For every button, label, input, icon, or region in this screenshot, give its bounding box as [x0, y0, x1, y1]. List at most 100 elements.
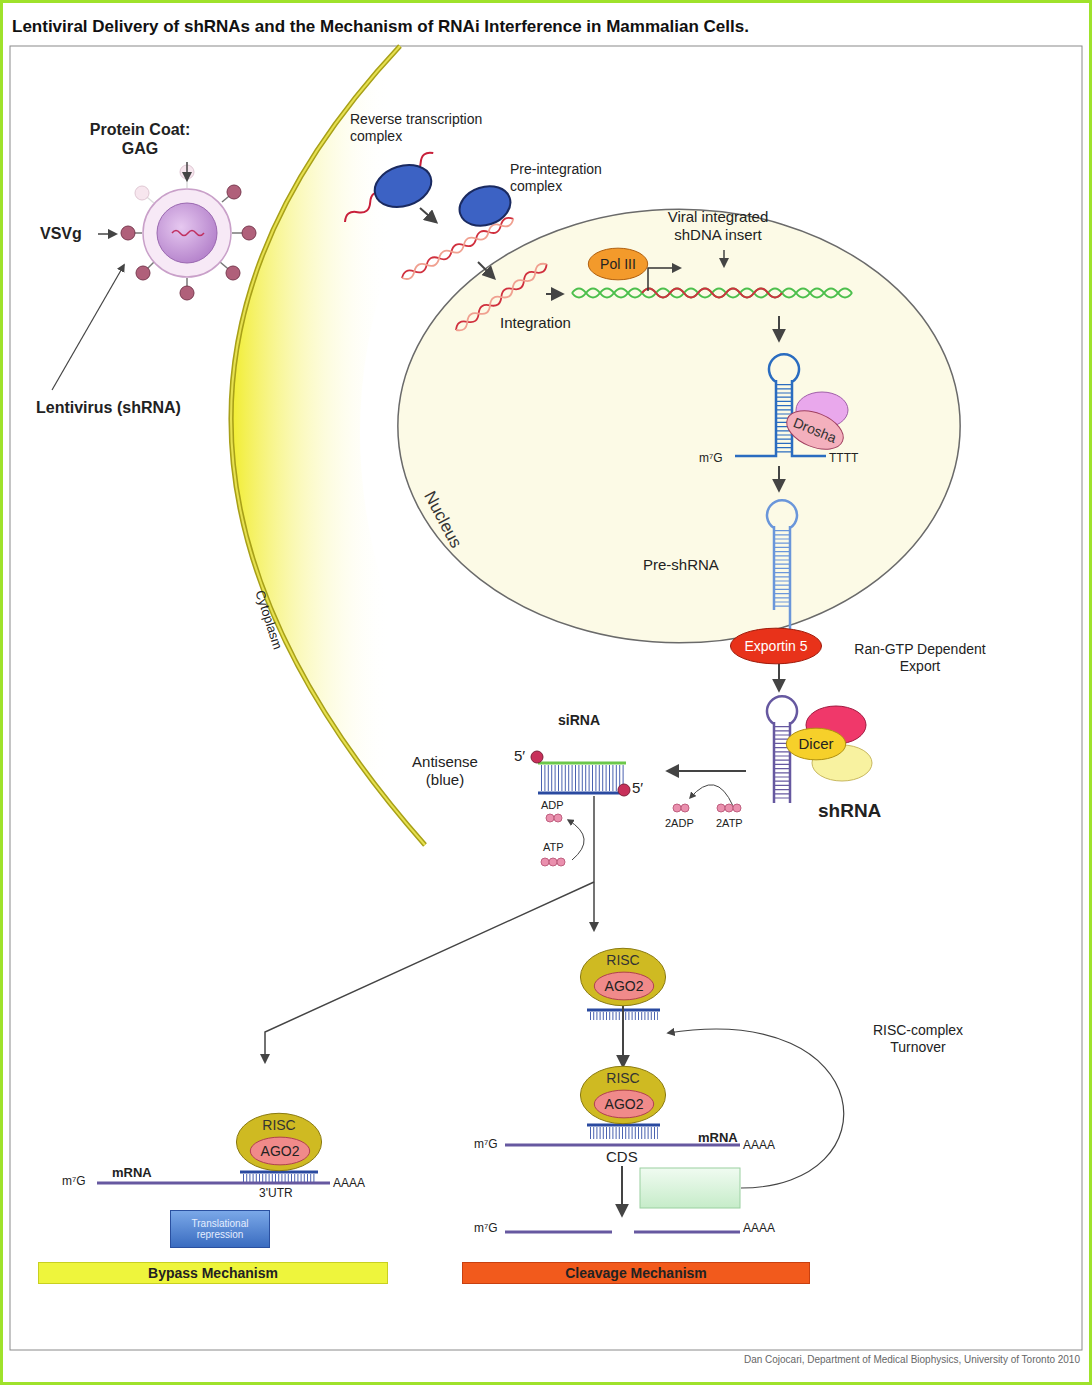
node-shape	[588, 248, 647, 280]
vsvg-spike	[135, 186, 149, 200]
flow-arrow	[668, 770, 746, 772]
spike-stalk	[222, 192, 234, 202]
node-label: Exportin 5	[742, 638, 809, 654]
diagram-label: Ran-GTP Dependent Export	[840, 641, 1000, 675]
diagram-label: m⁷G	[62, 1174, 86, 1188]
atp-arrow	[568, 820, 584, 860]
node-shape	[594, 972, 653, 1000]
diagram-label: 2ADP	[665, 817, 694, 830]
guide-rungs	[590, 1012, 658, 1020]
protein-coat	[143, 189, 231, 277]
phosphate-5prime	[618, 784, 630, 796]
guide-strand	[587, 1009, 660, 1012]
node-shape	[236, 1113, 321, 1170]
pre-integration-complex	[454, 180, 515, 232]
diagram-label: Reverse transcription complex	[350, 111, 505, 145]
hairpin-rungs	[775, 726, 789, 800]
pointer-arrow	[98, 233, 116, 235]
phosphate	[549, 858, 557, 866]
risc-complex: RISCAGO2	[580, 1066, 666, 1124]
node-shape	[781, 403, 849, 456]
phosphate	[554, 814, 562, 822]
node-shape	[250, 1137, 309, 1165]
risc-complex: RISC AGO2	[580, 948, 666, 1006]
diagram-label: AAAA	[743, 1221, 775, 1235]
phosphate	[557, 858, 565, 866]
spike-stalk	[142, 193, 154, 203]
adp-molecules	[541, 804, 741, 866]
antisense-strand	[538, 792, 626, 795]
node-label: Bypass Mechanism	[146, 1265, 280, 1281]
diagram-label: Lentivirus (shRNA)	[36, 398, 181, 417]
cleaved-mrna	[634, 1231, 740, 1234]
node-label: RISC	[604, 952, 641, 968]
node-shape	[786, 728, 845, 760]
diagram-label: 5′	[632, 779, 643, 797]
diagram-label: m⁷G	[699, 451, 723, 465]
node-shape	[398, 209, 960, 643]
pointer-arrow	[52, 265, 124, 390]
mrna-strand	[97, 1182, 330, 1185]
diagram-label: AAAA	[333, 1176, 365, 1190]
vsvg-spike	[227, 185, 241, 199]
diagram-label: Pre-shRNA	[643, 556, 719, 574]
ago2-protein: AGO2	[594, 972, 654, 1000]
node-shape	[730, 628, 821, 664]
exportin-protein: Exportin 5	[730, 628, 822, 664]
pointer-arrow	[186, 162, 188, 180]
mechanism-band: Cleavage Mechanism	[462, 1262, 810, 1284]
node-label: RISC	[260, 1117, 297, 1133]
outcome-box: Translational repression	[170, 1210, 270, 1248]
sense-strand	[538, 762, 626, 765]
diagram-label: Pre-integration complex	[510, 161, 622, 195]
vsvg-spike	[121, 226, 135, 240]
spike-stalk	[128, 232, 142, 234]
vsvg-spike	[226, 266, 240, 280]
diagram-label: Protein Coat: GAG	[80, 120, 200, 158]
lentivirus-particle	[121, 165, 256, 300]
flow-arrow	[778, 664, 780, 690]
diagram-label: shRNA	[818, 800, 881, 823]
vsvg-spike	[136, 266, 150, 280]
node-shape	[580, 948, 665, 1005]
atp-arrow	[690, 785, 733, 806]
vsvg-spike	[180, 165, 194, 179]
flow-arrow	[593, 796, 595, 930]
diagram-label: mRNA	[698, 1130, 738, 1146]
node-shape	[594, 1090, 653, 1118]
cleaved-mrna	[505, 1231, 612, 1234]
turnover-arrow	[668, 1029, 844, 1188]
spike-stalk	[232, 232, 249, 234]
reverse-transcription-complex	[369, 158, 437, 214]
diagram-label: RISC-complex Turnover	[858, 1022, 978, 1056]
nucleus-compartment: NucleusPol IIIDrosha	[395, 207, 963, 645]
flow-arrow	[420, 208, 436, 222]
flow-arrow	[621, 1166, 623, 1215]
phosphate	[733, 804, 741, 812]
diagram-label: siRNA	[558, 712, 600, 729]
diagram-label: Cytoplasm	[252, 588, 286, 651]
spike-stalk	[186, 172, 188, 188]
diagram-label: 5′	[514, 747, 525, 765]
node-label: Pol III	[598, 256, 638, 272]
pol-iii-enzyme: Pol III	[588, 248, 648, 280]
diagram-label: m⁷G	[474, 1137, 498, 1151]
phosphate	[541, 858, 549, 866]
node-shape	[580, 1066, 665, 1123]
credit-caption: Dan Cojocari, Department of Medical Biop…	[744, 1354, 1080, 1365]
node-label: RISC	[604, 1070, 641, 1086]
spike-stalk	[143, 262, 154, 273]
diagram-label: 2ATP	[716, 817, 743, 830]
viral-rna	[172, 231, 204, 236]
flow-arrow	[265, 882, 594, 1062]
guide-rungs	[243, 1174, 316, 1182]
cell-membrane	[231, 46, 425, 845]
risc-complex: RISCAGO2	[236, 1113, 322, 1171]
phosphate	[673, 804, 681, 812]
node-outline	[395, 207, 963, 645]
sirna-rungs	[541, 765, 624, 791]
vsvg-spike	[242, 226, 256, 240]
